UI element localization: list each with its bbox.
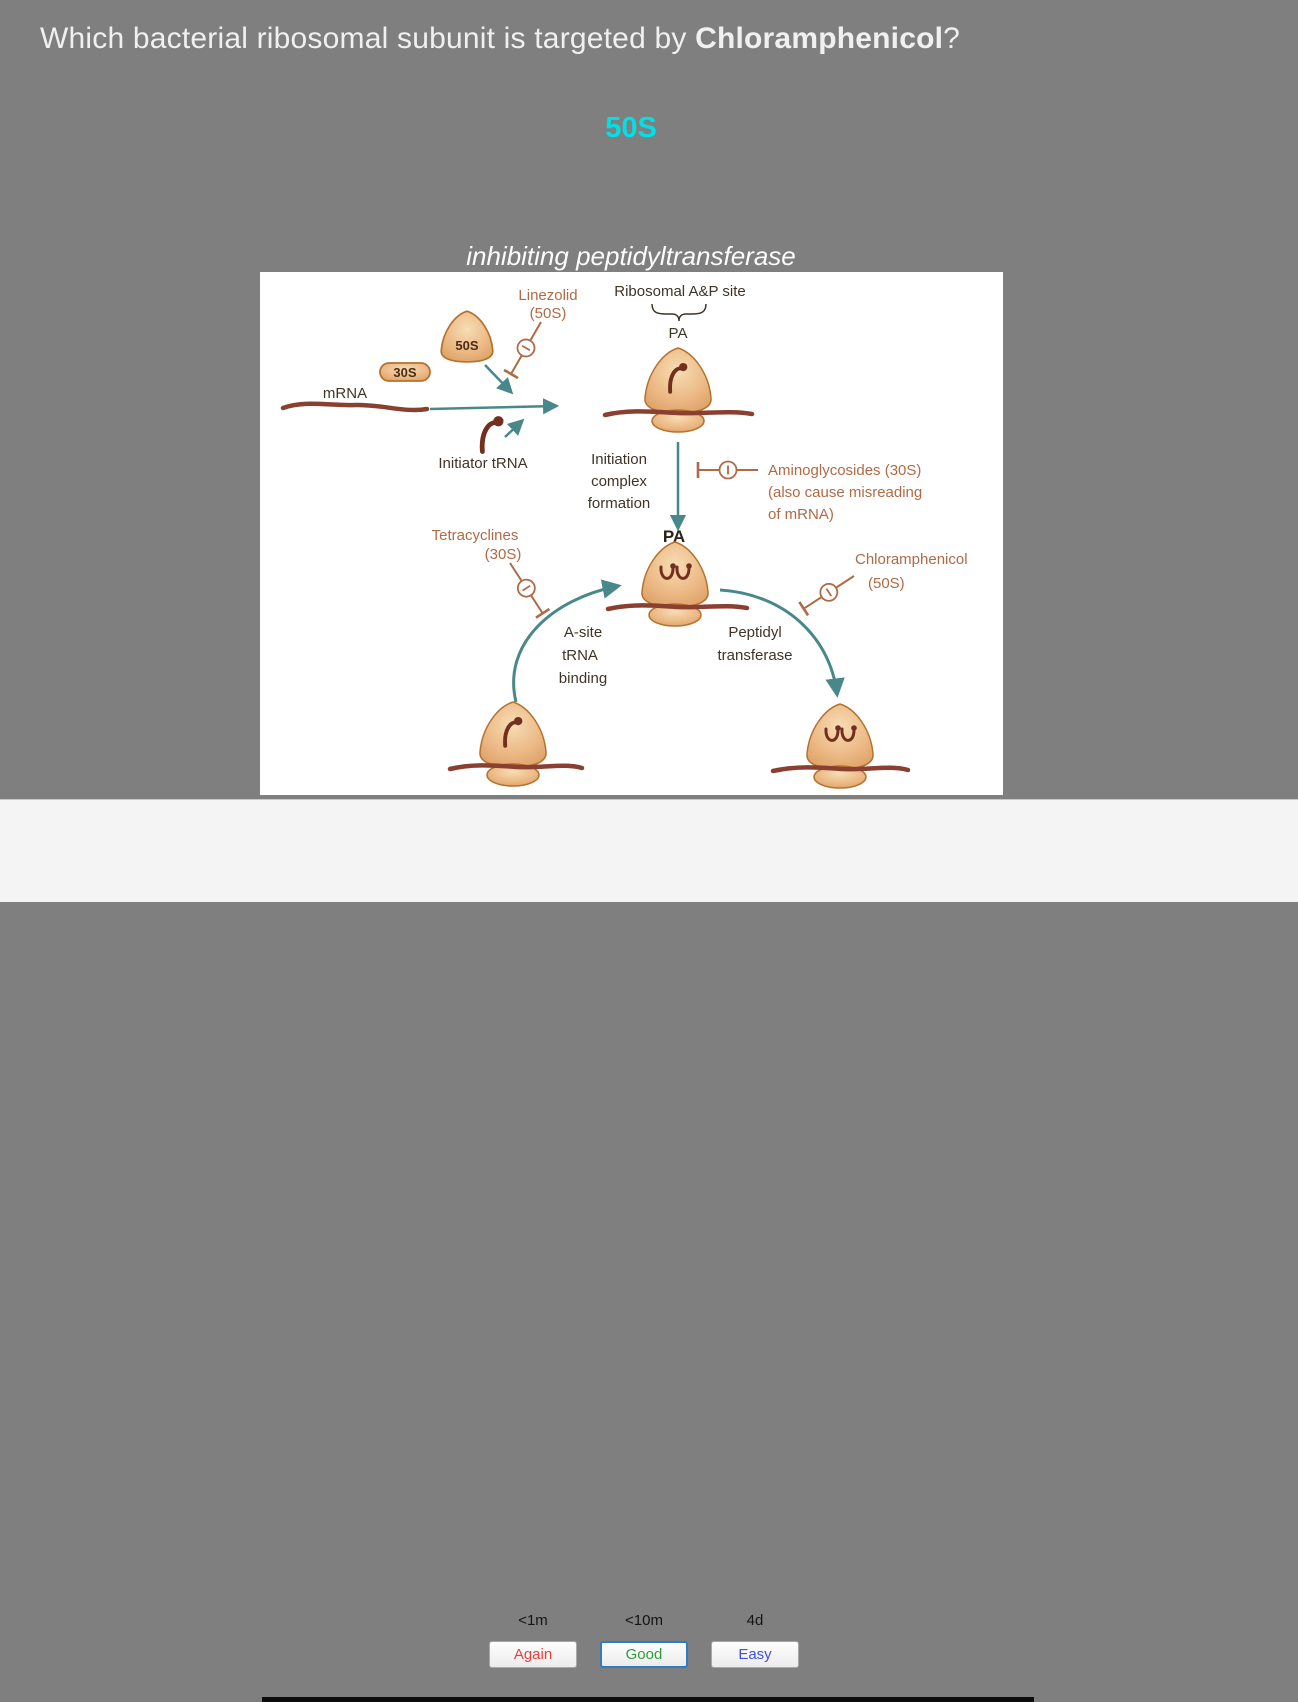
initiation-complex-label: Initiation complex formation (588, 451, 651, 512)
peptidyl-transferase-label: Peptidyl transferase (717, 624, 792, 664)
mrna-label: mRNA (323, 385, 367, 402)
pa-top-label: PA (669, 325, 688, 342)
question-suffix: ? (943, 22, 961, 55)
svg-text:(50S): (50S) (868, 575, 905, 592)
ribosome-bottom-left (447, 702, 585, 786)
question-emphasis: Chloramphenicol (695, 22, 944, 55)
ease-col-again: <1m Again (489, 1612, 577, 1668)
ribosome-initiation (602, 348, 755, 432)
card-answer: 50S (605, 112, 657, 144)
again-button[interactable]: Again (489, 1641, 577, 1668)
ease-time-good: <10m (625, 1612, 663, 1629)
svg-text:(30S): (30S) (485, 546, 522, 563)
svg-text:of mRNA): of mRNA) (768, 506, 834, 523)
card-answer-note: inhibiting peptidyltransferase (466, 241, 796, 271)
svg-text:tRNA: tRNA (562, 647, 598, 664)
answer-bar: <1m Again <10m Good 4d Easy (0, 799, 1298, 1702)
svg-text:formation: formation (588, 495, 651, 512)
ease-time-again: <1m (518, 1612, 548, 1629)
linezolid-label: Linezolid (50S) (518, 287, 577, 322)
a-site-binding-arrow (512, 579, 622, 703)
svg-text:transferase: transferase (717, 647, 792, 664)
aminoglycosides-label: Aminoglycosides (30S) (also cause misrea… (768, 462, 922, 523)
question-text: Which bacterial ribosomal subunit is tar… (40, 22, 696, 55)
aminoglycosides-inhibition-icon (696, 460, 760, 480)
svg-text:Chloramphenicol: Chloramphenicol (855, 551, 968, 568)
svg-text:complex: complex (591, 473, 647, 490)
subunit-30s-label: 30S (393, 365, 416, 380)
subunit-50s-label: 50S (455, 338, 478, 353)
svg-text:Aminoglycosides (30S): Aminoglycosides (30S) (768, 462, 921, 479)
mrna-strand: mRNA (280, 385, 430, 413)
ease-col-good: <10m Good (600, 1612, 688, 1668)
svg-text:A-site: A-site (564, 624, 602, 641)
ease-controls: <1m Again <10m Good 4d Easy (489, 1612, 799, 1668)
easy-button[interactable]: Easy (711, 1641, 799, 1668)
svg-text:Tetracyclines: Tetracyclines (432, 527, 519, 544)
svg-text:Linezolid: Linezolid (518, 287, 577, 304)
svg-text:Peptidyl: Peptidyl (728, 624, 781, 641)
brace-icon (651, 303, 707, 322)
ribosomal-ap-site-label: Ribosomal A&P site (614, 283, 745, 300)
pa-mid-label: PA (663, 527, 685, 546)
initiator-trna-label: Initiator tRNA (438, 455, 527, 472)
svg-text:binding: binding (559, 670, 607, 687)
chloramphenicol-label: Chloramphenicol (50S) (855, 551, 968, 592)
tetracyclines-inhibition-icon (501, 557, 552, 620)
subunit-30s: 30S (379, 362, 431, 382)
svg-text:(50S): (50S) (530, 305, 567, 322)
linezolid-inhibition-icon (502, 316, 550, 380)
ribosome-bottom-right (770, 704, 911, 788)
a-site-binding-label: A-site tRNA binding (559, 624, 607, 687)
card-question: Which bacterial ribosomal subunit is tar… (40, 22, 1270, 56)
ribosome-elongation (605, 542, 750, 626)
protein-synthesis-diagram: mRNA 30S 50S Linezolid (50S) Ribosomal A… (280, 283, 968, 795)
svg-text:Initiation: Initiation (591, 451, 647, 468)
peptidyl-transferase-arrow (719, 588, 845, 698)
ease-time-easy: 4d (746, 1612, 764, 1629)
bottom-divider (262, 1697, 1034, 1702)
ease-col-easy: 4d Easy (711, 1612, 799, 1668)
good-button[interactable]: Good (600, 1641, 688, 1668)
tetracyclines-label: Tetracyclines (30S) (432, 527, 522, 563)
chloramphenicol-inhibition-icon (797, 567, 860, 618)
initiator-trna-icon (482, 416, 503, 452)
assembly-arrows (429, 364, 560, 438)
card-image: mRNA 30S 50S Linezolid (50S) Ribosomal A… (260, 272, 1003, 795)
subunit-50s: 50S (440, 310, 494, 363)
svg-text:(also cause misreading: (also cause misreading (768, 484, 922, 501)
